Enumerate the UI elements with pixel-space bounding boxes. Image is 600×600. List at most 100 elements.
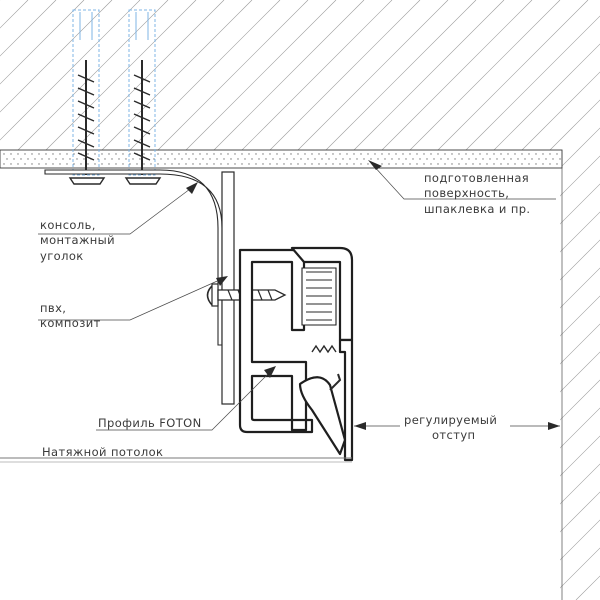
label-ceiling: Натяжной потолок (42, 445, 163, 459)
putty-dot (307, 158, 309, 160)
putty-dot (549, 163, 551, 165)
putty-dot (132, 158, 134, 160)
svg-text:поверхность,: поверхность, (424, 186, 509, 200)
putty-dot (227, 153, 229, 155)
putty-dot (122, 153, 124, 155)
putty-dot (230, 158, 232, 160)
putty-dot (402, 163, 404, 165)
label-surface: подготовленная поверхность, шпаклевка и … (424, 171, 531, 216)
hatch-line (560, 379, 600, 421)
hatch-line (560, 547, 600, 589)
putty-dot (153, 158, 155, 160)
putty-dot (538, 158, 540, 160)
putty-dot (535, 163, 537, 165)
putty-dot (195, 158, 197, 160)
putty-dot (454, 158, 456, 160)
hatch-line (0, 0, 56, 600)
putty-dot (150, 163, 152, 165)
svg-text:шпаклевка и пр.: шпаклевка и пр. (424, 202, 531, 216)
putty-dot (542, 163, 544, 165)
hatch-line (185, 0, 337, 150)
putty-dot (52, 153, 54, 155)
leader-lines (38, 160, 560, 431)
putty-dot (199, 153, 201, 155)
putty-dot (255, 153, 257, 155)
hatch-line (101, 0, 253, 150)
hatch-line (45, 0, 197, 150)
putty-dot (178, 163, 180, 165)
putty-dot (381, 153, 383, 155)
putty-dot (552, 158, 554, 160)
putty-dot (59, 163, 61, 165)
putty-dot (545, 158, 547, 160)
putty-dot (542, 153, 544, 155)
putty-dot (216, 158, 218, 160)
hatch-line (577, 127, 600, 150)
putty-dot (69, 158, 71, 160)
pvc-strip (221, 171, 235, 405)
putty-dot (430, 153, 432, 155)
putty-dot (265, 158, 267, 160)
putty-dot (311, 153, 313, 155)
putty-dot (507, 153, 509, 155)
putty-dot (419, 158, 421, 160)
putty-dot (220, 153, 222, 155)
putty-dot (111, 158, 113, 160)
putty-dot (353, 153, 355, 155)
putty-dot (335, 158, 337, 160)
putty-dot (220, 163, 222, 165)
putty-dot (503, 158, 505, 160)
putty-dot (164, 153, 166, 155)
svg-text:монтажный: монтажный (40, 233, 115, 247)
putty-dot (101, 163, 103, 165)
putty-dot (360, 153, 362, 155)
hatch-line (560, 267, 600, 309)
putty-dot (489, 158, 491, 160)
putty-dot (87, 163, 89, 165)
putty-dot (234, 163, 236, 165)
label-profile: Профиль FOTON (98, 416, 202, 430)
hatch-line (241, 0, 393, 150)
svg-text:уголок: уголок (40, 249, 84, 263)
putty-dot (104, 158, 106, 160)
svg-text:отступ: отступ (432, 428, 475, 442)
putty-dot (62, 158, 64, 160)
putty-dot (83, 158, 85, 160)
putty-dot (24, 153, 26, 155)
hatch-line (493, 43, 600, 150)
putty-dot (6, 158, 8, 160)
putty-dot (398, 158, 400, 160)
hatch-line (0, 0, 57, 57)
putty-dot (297, 163, 299, 165)
putty-dot (461, 158, 463, 160)
putty-dot (325, 163, 327, 165)
putty-dot (248, 153, 250, 155)
hatch-line (560, 351, 600, 393)
putty-dot (76, 158, 78, 160)
putty-dot (353, 163, 355, 165)
putty-dot (164, 163, 166, 165)
hatch-line (0, 0, 29, 29)
putty-dot (279, 158, 281, 160)
hatch-line (0, 0, 112, 600)
putty-dot (87, 153, 89, 155)
putty-dot (304, 163, 306, 165)
putty-dot (402, 153, 404, 155)
putty-dot (269, 153, 271, 155)
putty-dot (143, 163, 145, 165)
putty-dot (405, 158, 407, 160)
putty-dot (482, 158, 484, 160)
hatch-line (381, 0, 533, 150)
putty-dot (328, 158, 330, 160)
putty-dot (472, 163, 474, 165)
putty-dot (451, 163, 453, 165)
putty-dot (514, 163, 516, 165)
putty-dot (143, 153, 145, 155)
putty-dot (160, 158, 162, 160)
putty-dot (17, 153, 19, 155)
hatch-line (297, 0, 449, 150)
putty-dot (556, 153, 558, 155)
putty-dot (556, 163, 558, 165)
